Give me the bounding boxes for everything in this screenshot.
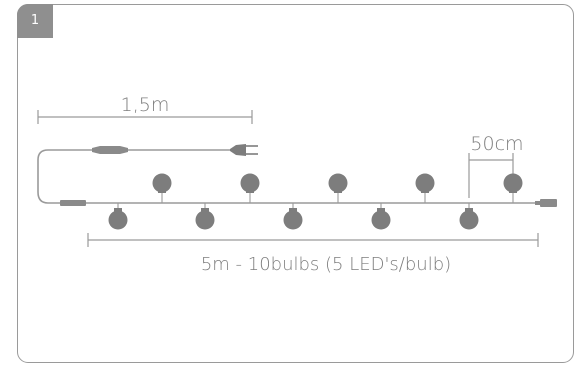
bulb-icon	[240, 173, 260, 203]
inline-connector	[92, 146, 128, 154]
bulb-spacing-dimension	[468, 153, 514, 198]
bulb-spacing-label: 50cm	[470, 133, 523, 155]
lead-joint	[60, 200, 86, 206]
end-connector-icon	[535, 199, 557, 207]
bulb-icon	[283, 203, 303, 230]
bulb-icon	[108, 203, 128, 230]
lead-length-dimension	[37, 110, 253, 124]
bulb-icon	[371, 203, 391, 230]
bulb-icon	[328, 173, 348, 203]
bulb-icon	[152, 173, 172, 203]
power-lead	[37, 149, 230, 204]
diagram-frame	[17, 4, 574, 363]
bulb-icon	[415, 173, 435, 203]
lead-length-label: 1,5m	[121, 94, 170, 116]
bulb-icon	[459, 203, 479, 230]
bulb-icon	[195, 203, 215, 230]
total-length-label: 5m - 10bulbs (5 LED's/bulb)	[201, 254, 451, 275]
bulb-icon	[503, 173, 523, 203]
step-badge: 1	[17, 4, 53, 38]
plug-icon	[230, 144, 258, 156]
total-length-dimension	[87, 233, 539, 247]
